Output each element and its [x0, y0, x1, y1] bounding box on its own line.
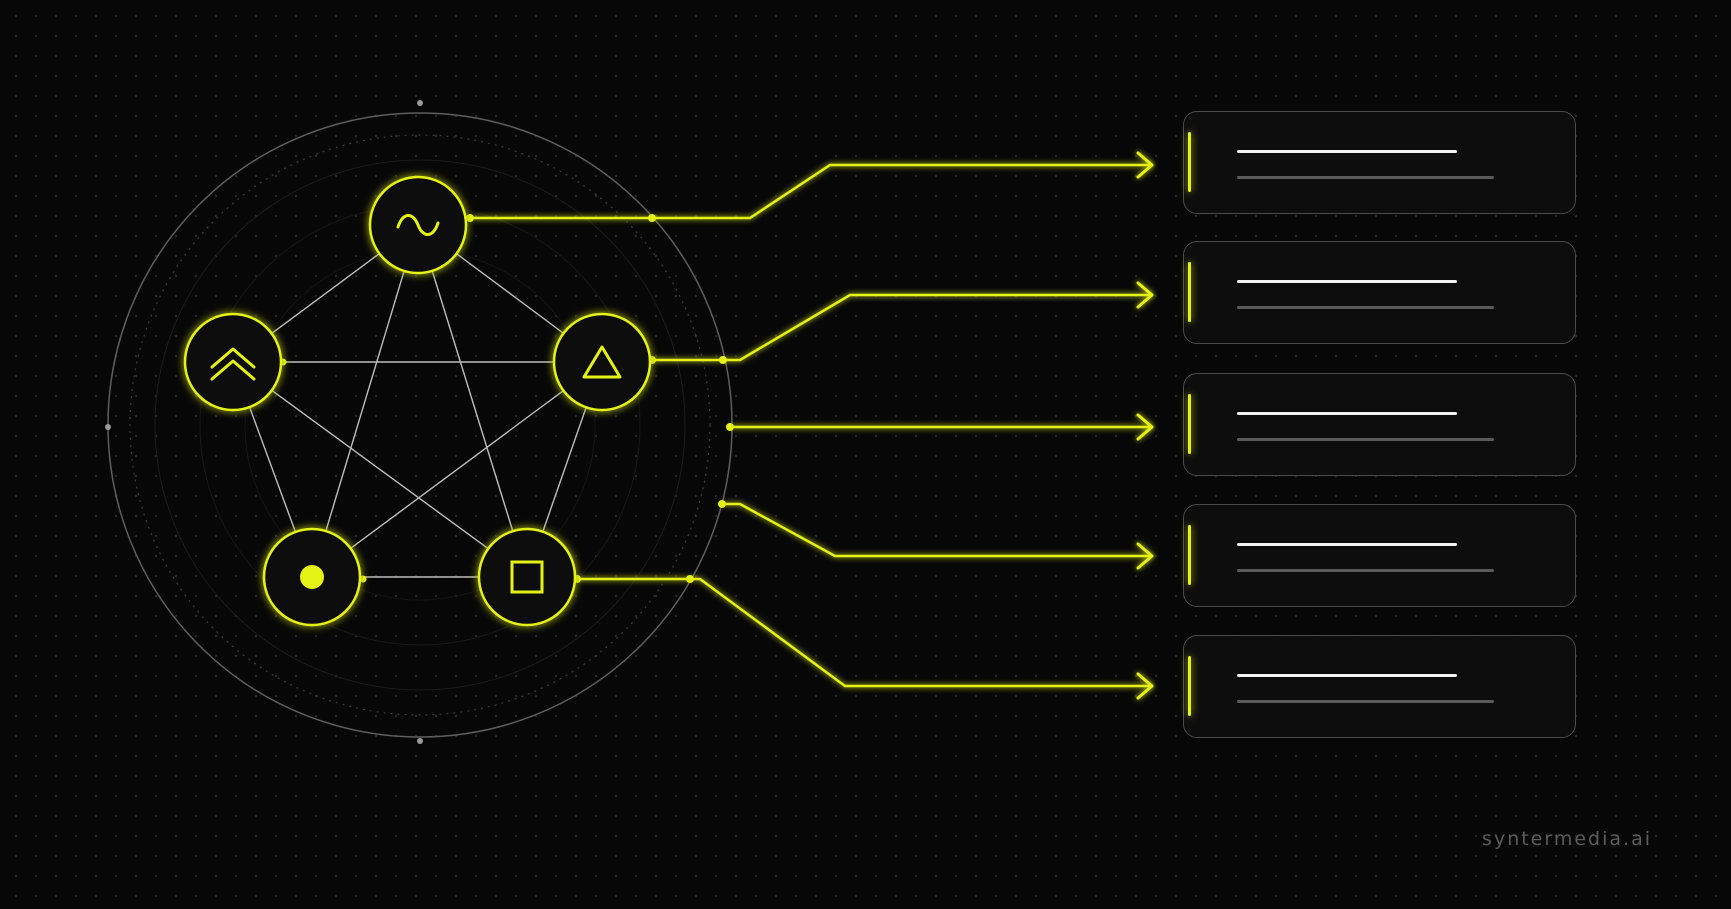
junction-dots — [279, 214, 734, 583]
triangle-icon — [582, 345, 622, 379]
node-bottom-right — [477, 527, 577, 627]
output-card-1 — [1183, 111, 1576, 214]
connector-1 — [470, 163, 1150, 220]
brand-watermark: syntermedia.ai — [1482, 828, 1652, 850]
output-card-2 — [1183, 241, 1576, 344]
double-chevron-up-icon — [210, 347, 256, 381]
card-secondary-line — [1237, 306, 1494, 309]
card-primary-line — [1237, 280, 1457, 283]
node-bottom-left — [262, 527, 362, 627]
card-accent-bar — [1188, 656, 1191, 716]
card-secondary-line — [1237, 700, 1494, 703]
connector-5 — [577, 577, 1150, 688]
sine-wave-icon — [396, 214, 440, 236]
card-accent-bar — [1188, 132, 1191, 192]
connector-2 — [652, 293, 1150, 362]
network-edges — [232, 224, 603, 578]
square-icon — [510, 560, 544, 594]
card-secondary-line — [1237, 438, 1494, 441]
card-primary-line — [1237, 674, 1457, 677]
arrow-2 — [1136, 281, 1154, 309]
card-primary-line — [1237, 150, 1457, 153]
card-accent-bar — [1188, 525, 1191, 585]
card-secondary-line — [1237, 569, 1494, 572]
card-secondary-line — [1237, 176, 1494, 179]
node-top — [368, 175, 468, 275]
connector-4 — [722, 502, 1150, 558]
arrow-3 — [1136, 413, 1154, 441]
arrowheads — [1136, 151, 1154, 700]
output-card-5 — [1183, 635, 1576, 738]
arrow-1 — [1136, 151, 1154, 179]
card-primary-line — [1237, 543, 1457, 546]
node-left — [183, 312, 283, 412]
connectors — [470, 163, 1150, 688]
arrow-4 — [1136, 542, 1154, 570]
output-card-3 — [1183, 373, 1576, 476]
node-right — [552, 312, 652, 412]
filled-circle-icon — [300, 565, 324, 589]
output-card-4 — [1183, 504, 1576, 607]
arrow-5 — [1136, 672, 1154, 700]
card-accent-bar — [1188, 394, 1191, 454]
card-accent-bar — [1188, 262, 1191, 322]
card-primary-line — [1237, 412, 1457, 415]
